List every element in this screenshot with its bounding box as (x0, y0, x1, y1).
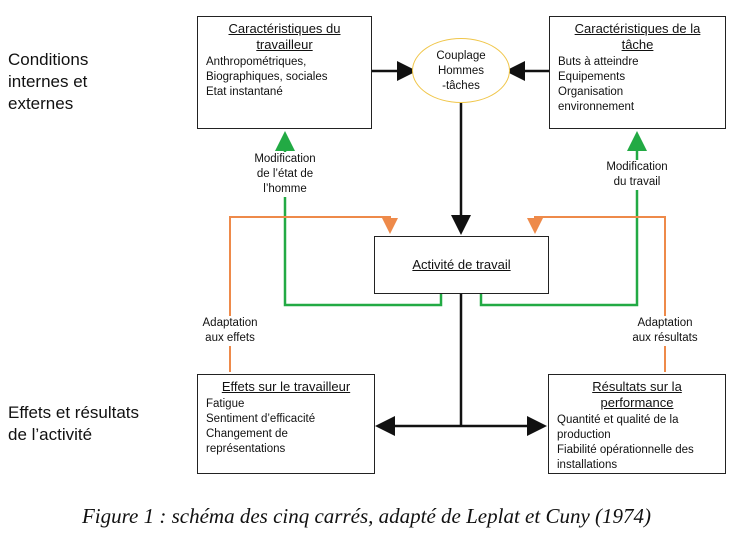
box-line: production (557, 429, 611, 441)
box-line: Equipements (558, 71, 626, 83)
box-title: Effets sur le travailleur (221, 379, 351, 394)
label-adaptation-results: Adaptation aux résultats (620, 316, 710, 346)
box-line: installations (557, 459, 618, 471)
label-modification-human: Modification de l’état de l’homme (245, 152, 325, 197)
box-effects-worker: Effets sur le travailleur Fatigue Sentim… (197, 374, 375, 474)
box-line: Quantité et qualité de la (557, 414, 679, 426)
figure-caption: Figure 1 : schéma des cinq carrés, adapt… (81, 504, 652, 528)
box-line: environnement (558, 101, 635, 113)
box-line: Anthropométriques, (206, 56, 307, 68)
box-title: Activité de travail (412, 257, 511, 272)
green-feedback-task (479, 131, 647, 307)
side-label-effects: Effets et résultats de l’activité (8, 403, 140, 444)
label-modification-work: Modification du travail (597, 160, 677, 190)
orange-adapt-effects (229, 216, 398, 372)
box-title: Résultats sur la performance (592, 379, 682, 410)
box-line: Sentiment d’efficacité (206, 413, 316, 425)
coupling-oval: Couplage Hommes -tâches (412, 38, 510, 103)
box-title: Caractéristiques de la tâche (574, 21, 701, 52)
box-line: Fiabilité opérationnelle des (557, 444, 694, 456)
box-performance-results: Résultats sur la performance Quantité et… (548, 374, 726, 474)
label-adaptation-effects: Adaptation aux effets (190, 316, 270, 346)
orange-adapt-results (527, 216, 666, 372)
box-line: Biographiques, sociales (206, 71, 328, 83)
box-line: Etat instantané (206, 86, 283, 98)
box-line: Organisation (558, 86, 624, 98)
box-line: Buts à atteindre (558, 56, 639, 68)
box-work-activity: Activité de travail (374, 236, 549, 294)
box-task-characteristics: Caractéristiques de la tâche Buts à atte… (549, 16, 726, 129)
side-label-conditions: Conditions internes et externes (8, 50, 89, 113)
box-line: Changement de (206, 428, 288, 440)
box-title: Caractéristiques du travailleur (228, 21, 341, 52)
green-feedback-worker (275, 131, 443, 307)
box-line: représentations (206, 443, 286, 455)
box-worker-characteristics: Caractéristiques du travailleur Anthropo… (197, 16, 372, 129)
box-line: Fatigue (206, 398, 245, 410)
